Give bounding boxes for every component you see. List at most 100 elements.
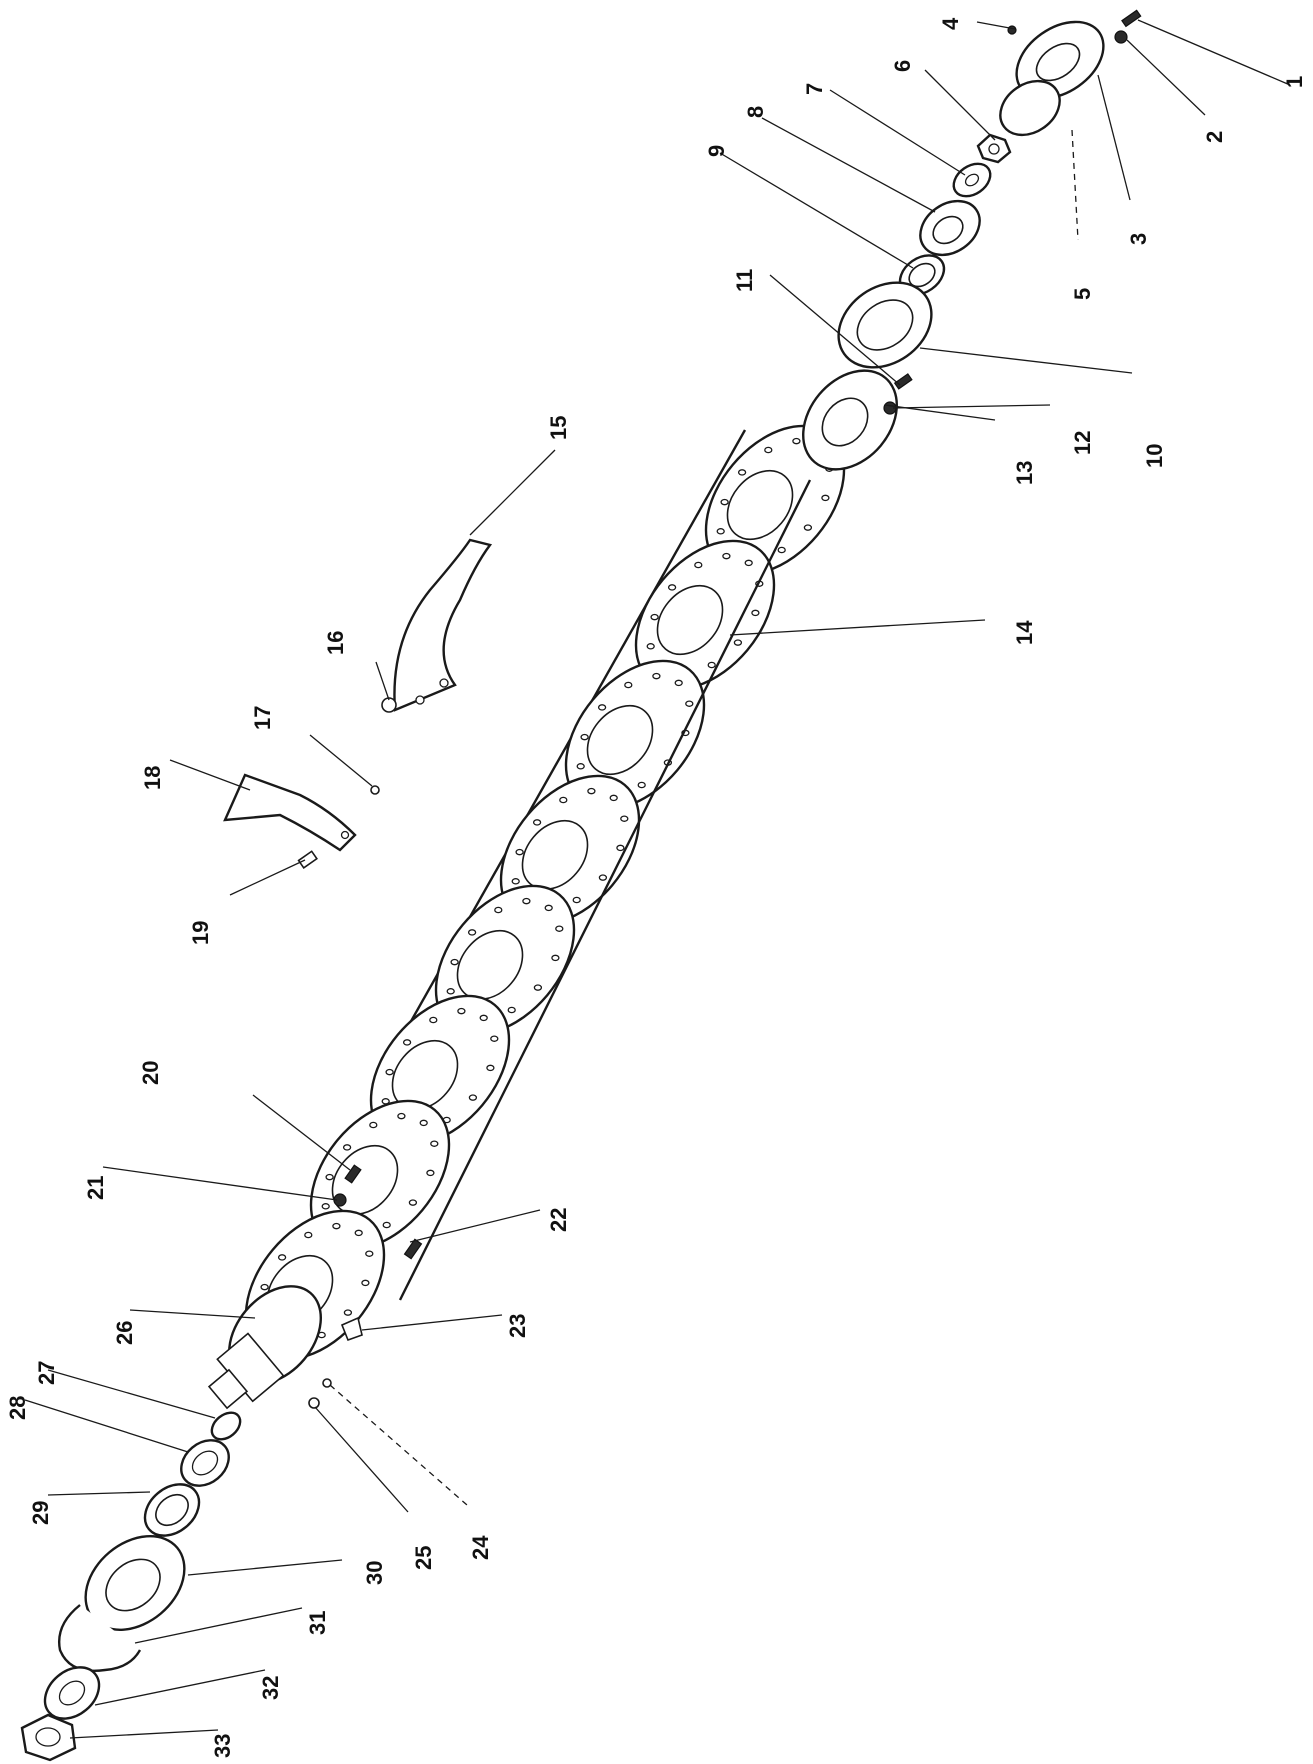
bolt-hole bbox=[674, 679, 683, 687]
seal-29 bbox=[143, 1483, 201, 1537]
bolt-hole bbox=[624, 681, 633, 689]
bolt-hole bbox=[429, 1016, 438, 1024]
callout-28: 28 bbox=[5, 1396, 30, 1420]
bolt-hole bbox=[533, 984, 543, 991]
bolt-hole bbox=[764, 446, 773, 454]
washer-24 bbox=[322, 1378, 332, 1388]
callout-10: 10 bbox=[1142, 444, 1167, 468]
bolt-hole bbox=[515, 848, 524, 856]
bolt-hole bbox=[652, 672, 661, 680]
bearing-8 bbox=[919, 199, 981, 257]
bolt-hole bbox=[551, 954, 560, 962]
bolt-hole bbox=[587, 787, 596, 795]
bolt-hole bbox=[342, 1144, 352, 1151]
bolt-hole bbox=[430, 1140, 439, 1147]
callout-2: 2 bbox=[1202, 131, 1227, 143]
bolt-hole bbox=[450, 958, 459, 966]
bolt-hole bbox=[722, 552, 731, 560]
bolt-hole bbox=[580, 733, 589, 741]
spacer-28 bbox=[180, 1439, 230, 1487]
callout-6: 6 bbox=[890, 60, 915, 72]
shaft-body bbox=[398, 479, 812, 1301]
leader-lines bbox=[24, 19, 1291, 1739]
bolt-hole bbox=[522, 897, 531, 905]
bolt-hole bbox=[733, 639, 743, 646]
bolt-hole bbox=[507, 1006, 516, 1014]
washer-7 bbox=[952, 162, 992, 198]
bolt-hole bbox=[576, 763, 585, 770]
bolt-hole bbox=[555, 925, 564, 932]
bolt-hole bbox=[479, 1014, 488, 1022]
bolt-hole bbox=[716, 528, 725, 535]
bolt-hole bbox=[685, 700, 694, 707]
bolt-hole bbox=[694, 561, 703, 569]
blade-18 bbox=[223, 773, 357, 852]
bolt-hole bbox=[532, 819, 542, 826]
nut-6 bbox=[976, 133, 1012, 164]
callout-22: 22 bbox=[546, 1208, 571, 1232]
callout-3: 3 bbox=[1126, 233, 1151, 245]
callout-8: 8 bbox=[743, 106, 768, 118]
bolt-hole bbox=[426, 1169, 435, 1177]
callout-15: 15 bbox=[546, 416, 571, 440]
callout-9: 9 bbox=[704, 145, 729, 157]
blade-15 bbox=[393, 538, 493, 712]
bolt-hole bbox=[457, 1007, 466, 1015]
bolt-hole bbox=[598, 874, 608, 881]
drive-hub bbox=[207, 1285, 322, 1410]
bolt-hole bbox=[419, 1119, 428, 1127]
bolt-hole bbox=[821, 494, 830, 502]
bolt-hole bbox=[325, 1173, 334, 1181]
callout-7: 7 bbox=[802, 83, 827, 95]
callout-19: 19 bbox=[188, 921, 213, 945]
callout-24: 24 bbox=[468, 1535, 493, 1560]
washer-32 bbox=[43, 1666, 101, 1720]
callout-labels: 1 2 3 4 5 6 7 8 9 10 11 12 13 14 15 16 1… bbox=[5, 17, 1307, 1758]
callout-20: 20 bbox=[138, 1061, 163, 1085]
bolt-hole bbox=[597, 704, 607, 711]
bolt-hole bbox=[486, 1064, 495, 1072]
bolt-hole bbox=[369, 1121, 378, 1129]
nut-16 bbox=[381, 697, 397, 713]
bolt-hole bbox=[792, 437, 801, 445]
bearing-30 bbox=[84, 1535, 186, 1631]
bolt-hole bbox=[467, 929, 477, 936]
callout-1: 1 bbox=[1282, 76, 1307, 88]
callout-14: 14 bbox=[1012, 620, 1037, 645]
bolt-1 bbox=[1121, 9, 1142, 28]
callout-12: 12 bbox=[1070, 431, 1095, 455]
bolt-hole bbox=[544, 904, 553, 912]
clip-23 bbox=[340, 1316, 363, 1342]
bolt-hole bbox=[744, 559, 753, 567]
bolt-hole bbox=[402, 1039, 412, 1046]
auger-shaft-assembly bbox=[207, 369, 898, 1410]
bolt-hole bbox=[304, 1231, 313, 1239]
disc-2 bbox=[634, 539, 776, 691]
callout-13: 13 bbox=[1012, 461, 1037, 485]
bearing-housing-3 bbox=[1015, 20, 1105, 100]
cover-10 bbox=[837, 281, 933, 369]
callout-31: 31 bbox=[305, 1611, 330, 1635]
bolt-hole bbox=[572, 896, 581, 904]
callout-27: 27 bbox=[34, 1361, 59, 1385]
callout-33: 33 bbox=[210, 1734, 235, 1758]
bolt-hole bbox=[707, 661, 716, 669]
disc-3 bbox=[564, 659, 706, 811]
bolt-hole bbox=[511, 878, 520, 885]
bolt-hole bbox=[646, 643, 655, 650]
bolt-hole bbox=[260, 1283, 269, 1291]
nut-4 bbox=[1007, 25, 1017, 35]
callout-4: 4 bbox=[938, 17, 963, 30]
bolt-hole bbox=[637, 781, 646, 789]
bolt-hole bbox=[385, 1068, 394, 1076]
washer-17 bbox=[370, 785, 380, 795]
callout-16: 16 bbox=[323, 631, 348, 655]
bolt-20 bbox=[344, 1164, 362, 1184]
bolt-hole bbox=[667, 584, 677, 591]
nut-33 bbox=[20, 1713, 77, 1762]
callout-17: 17 bbox=[250, 706, 275, 730]
nut-2 bbox=[1114, 30, 1128, 44]
callout-11: 11 bbox=[732, 269, 757, 292]
bolt-hole bbox=[361, 1279, 370, 1287]
